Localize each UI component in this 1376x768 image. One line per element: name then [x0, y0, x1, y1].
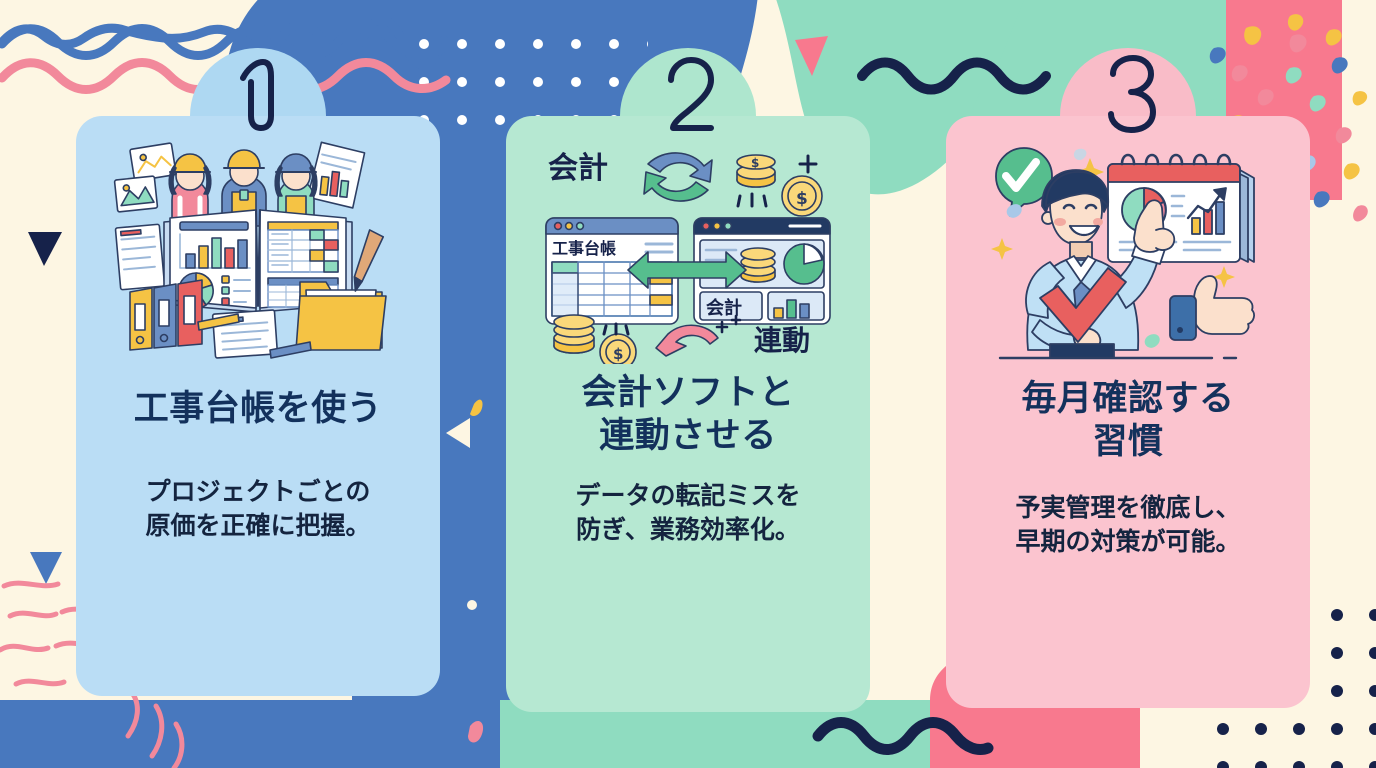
plus-sign-top — [798, 154, 818, 174]
coin-stack-top: $ — [736, 154, 776, 188]
pink-triangle-top — [795, 36, 828, 76]
navy-squiggle-bottom — [812, 717, 994, 755]
sync-arrows — [643, 152, 713, 202]
illus-label-accounting-top: 会計 — [548, 151, 608, 186]
cream-dot-center — [467, 600, 477, 610]
blue-triangle-bottom-left — [30, 552, 62, 584]
coin-single-bottom: $ — [599, 333, 637, 364]
pens — [197, 229, 385, 359]
svg-text:$: $ — [796, 189, 808, 209]
card-1-illustration — [110, 134, 406, 364]
yellow-speck-center — [470, 399, 483, 416]
cream-triangle-center — [446, 418, 470, 448]
navy-triangle-left — [28, 232, 62, 266]
pink-speck-bottom — [468, 720, 484, 743]
card-3-description: 予実管理を徹底し、 早期の対策が可能。 — [1015, 493, 1241, 557]
card-1-number-tab — [190, 48, 326, 144]
folder — [295, 281, 387, 351]
worker-left — [168, 153, 212, 227]
blue-bottom-band — [0, 700, 540, 768]
pink-arrow — [655, 324, 719, 357]
card-2-description: データの転記ミスを 防ぎ、業務効率化。 — [575, 481, 801, 545]
sparkle-ticks-bottom — [715, 314, 742, 334]
binders — [129, 279, 203, 351]
photo-card-b — [113, 175, 159, 213]
thumbs-up — [1169, 275, 1255, 341]
card-2-illustration: 会計 $ — [540, 134, 836, 364]
svg-text:$: $ — [613, 345, 623, 363]
card-1-description: プロジェクトごとの 原価を正確に把握。 — [145, 476, 371, 540]
businessman — [1025, 169, 1176, 359]
card-2-title: 会計ソフトと 連動させる — [581, 373, 795, 456]
pink-bottom-band — [960, 700, 1140, 768]
photo-card-a — [129, 142, 177, 182]
illus-label-accounting-window: 会計 — [706, 297, 742, 319]
card-1-title: 工事台帳を使う — [133, 389, 383, 429]
bidirectional-arrow — [627, 251, 747, 289]
card-3-illustration — [980, 134, 1276, 364]
card-2-number-tab — [620, 48, 756, 144]
svg-text:$: $ — [751, 156, 759, 170]
flip-calendar — [1107, 153, 1255, 263]
card-3-number-tab — [1060, 48, 1196, 144]
illus-label-koji-daicho: 工事台帳 — [552, 239, 616, 258]
motion-ticks-top — [736, 192, 768, 208]
card-3-title: 毎月確認する 習慣 — [1021, 379, 1235, 462]
illus-label-rendou: 連動 — [754, 324, 810, 357]
coin-single-top: $ — [781, 175, 823, 217]
pink-sketch-strokes-left-top — [1, 580, 61, 589]
card-step-1[interactable]: 工事台帳を使う プロジェクトごとの 原価を正確に把握。 — [76, 48, 440, 696]
card-step-3[interactable]: 毎月確認する 習慣 予実管理を徹底し、 早期の対策が可能。 — [946, 48, 1310, 708]
coin-stack-bottom — [553, 314, 595, 354]
blue-wavy-line-main — [0, 24, 451, 60]
document-left — [114, 223, 166, 291]
navy-squiggle-top — [857, 57, 1051, 95]
card-step-2[interactable]: 会計 $ — [506, 48, 870, 712]
ledger-window: 工事台帳 — [545, 217, 679, 325]
motion-ticks-bottom — [602, 322, 630, 336]
